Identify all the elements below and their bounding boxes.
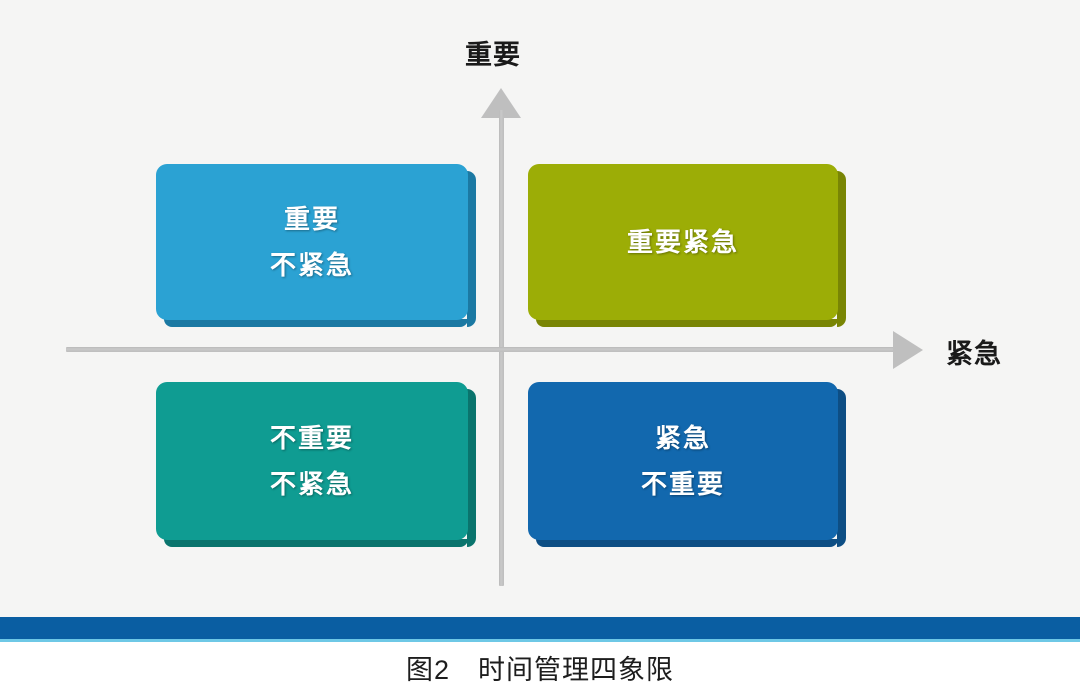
quadrant-label-line-2: 不重要 <box>640 469 725 499</box>
quadrant-label-line-1: 不重要 <box>269 423 354 453</box>
card-face <box>156 382 468 540</box>
card-bottom-edge <box>164 539 468 547</box>
card-side-edge <box>837 389 846 547</box>
card-side-edge <box>837 171 846 327</box>
card-face <box>528 164 838 320</box>
quadrant-label-line-1: 紧急 <box>654 423 711 453</box>
section-divider-accent <box>0 639 1080 642</box>
horizontal-axis <box>66 347 896 352</box>
axis-label-important: 重要 <box>465 40 521 70</box>
card-side-edge <box>467 389 476 547</box>
quadrant-urgent-not-important[interactable]: 紧急 不重要 <box>528 382 846 547</box>
quadrant-not-important-not-urgent[interactable]: 不重要 不紧急 <box>156 382 476 547</box>
quadrant-label-line-2: 不紧急 <box>269 250 354 280</box>
arrow-right-icon <box>893 331 923 369</box>
axis-label-urgent: 紧急 <box>946 339 1002 369</box>
quadrant-label-line-2: 不紧急 <box>269 469 354 499</box>
card-face <box>156 164 468 320</box>
section-divider-bar <box>0 617 1080 639</box>
quadrant-important-not-urgent[interactable]: 重要 不紧急 <box>156 164 476 327</box>
card-face <box>528 382 838 540</box>
quadrant-important-urgent[interactable]: 重要紧急 <box>528 164 846 327</box>
figure-canvas: 重要 紧急 重要 不紧急 重要紧急 不重要 不紧急 <box>0 0 1080 617</box>
card-bottom-edge <box>536 319 838 327</box>
card-side-edge <box>467 171 476 327</box>
card-bottom-edge <box>164 319 468 327</box>
figure-caption: 图2 时间管理四象限 <box>405 655 675 685</box>
card-bottom-edge <box>536 539 838 547</box>
quadrant-label-line-1: 重要 <box>283 204 340 234</box>
quadrant-label-line-1: 重要紧急 <box>626 227 739 257</box>
